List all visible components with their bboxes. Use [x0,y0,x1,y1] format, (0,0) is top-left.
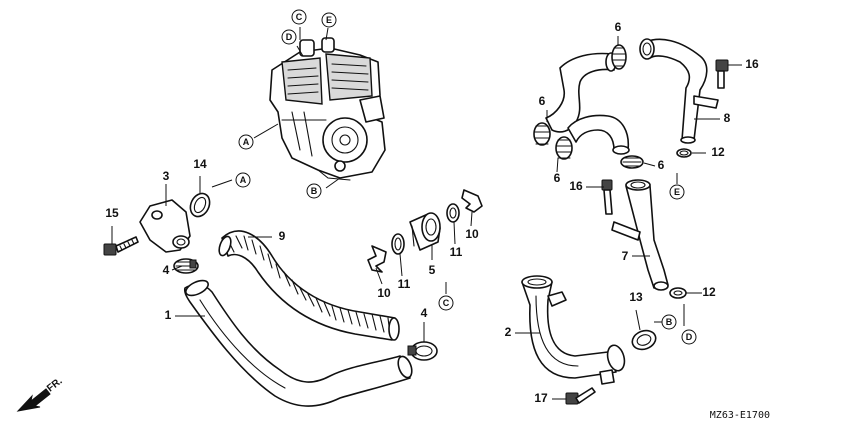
label-part-5: 5 [429,263,436,277]
part-15-bolt [103,236,139,256]
part-6-clamp-middle [555,136,573,160]
ref-c-lower: C [438,295,454,311]
label-part-13: 13 [629,290,643,304]
label-part-6-left: 6 [539,94,546,108]
ref-a-gasket: A [235,172,251,188]
reference-markers: C D E A B A C E [235,9,697,345]
part-17-bolt [565,387,596,405]
part-11-o-ring-right [446,203,460,223]
label-part-8: 8 [724,111,731,125]
label-part-12-lower: 12 [702,285,716,299]
part-7-pipe [611,179,669,291]
label-part-17: 17 [534,391,548,405]
part-6-clamp-top [611,44,627,70]
svg-text:D: D [286,32,293,42]
ref-e-top: E [321,12,337,28]
label-part-14: 14 [193,157,207,171]
ref-d-top: D [281,29,297,45]
part-3-cover [139,199,191,253]
label-part-3: 3 [163,169,170,183]
label-part-10-left: 10 [377,286,391,300]
upper-hose-elbow [567,114,630,155]
svg-text:E: E [674,187,680,197]
part-8-pipe [639,38,719,144]
label-part-6-top: 6 [615,20,622,34]
leader-lines [111,27,742,400]
part-number-labels: 1 2 3 4 4 5 6 6 6 6 7 8 9 10 10 11 11 12… [105,20,759,405]
ref-d-right: D [681,329,697,345]
label-part-4-right: 4 [421,306,428,320]
front-direction-indicator: FR. [16,376,65,412]
part-4-clamp-left [173,258,199,274]
part-9-corrugated-hose [218,230,400,341]
svg-text:E: E [326,15,332,25]
part-12-o-ring-lower [669,287,687,299]
part-10-clip-right [461,189,483,213]
label-part-10-right: 10 [465,227,479,241]
part-2-lower-pipe [521,275,626,385]
svg-text:C: C [443,298,450,308]
part-11-o-ring-left [391,233,405,255]
part-14-o-ring [189,192,211,218]
label-part-7: 7 [622,249,629,263]
label-part-11-left: 11 [398,277,411,291]
svg-text:D: D [686,332,693,342]
label-part-6-right: 6 [658,158,665,172]
ref-c-top: C [291,9,307,25]
part-16-bolt-top [715,59,729,89]
label-part-16-top: 16 [745,57,759,71]
ref-a-engine: A [238,134,254,150]
svg-text:C: C [296,12,303,22]
svg-text:A: A [243,137,250,147]
label-part-9: 9 [279,229,286,243]
part-16-bolt-mid [601,179,613,215]
part-12-o-ring-upper [676,148,692,158]
part-6-clamp-right [620,155,644,169]
ref-b-right: B [661,314,677,330]
part-13-o-ring [631,329,657,351]
svg-text:B: B [311,186,318,196]
label-part-4-left: 4 [163,263,170,277]
label-part-12-upper: 12 [711,145,725,159]
engine-illustration [269,37,386,181]
svg-text:B: B [666,317,673,327]
label-part-15: 15 [105,206,119,220]
part-6-clamp-left [533,122,551,146]
part-5-joint [409,212,441,251]
label-part-1: 1 [165,308,172,322]
part-4-clamp-right [407,341,438,361]
svg-text:A: A [240,175,247,185]
part-10-clip-left [367,245,387,273]
label-part-11-right: 11 [450,245,463,259]
part-1-lower-hose [183,279,413,407]
front-arrow-icon [16,388,51,412]
drawing-code: MZ63-E1700 [710,410,770,421]
ref-b-engine: B [306,183,322,199]
label-part-2: 2 [505,325,512,339]
ref-e-right: E [669,184,685,200]
label-part-6-middle: 6 [554,171,561,185]
label-part-16-mid: 16 [569,179,583,193]
